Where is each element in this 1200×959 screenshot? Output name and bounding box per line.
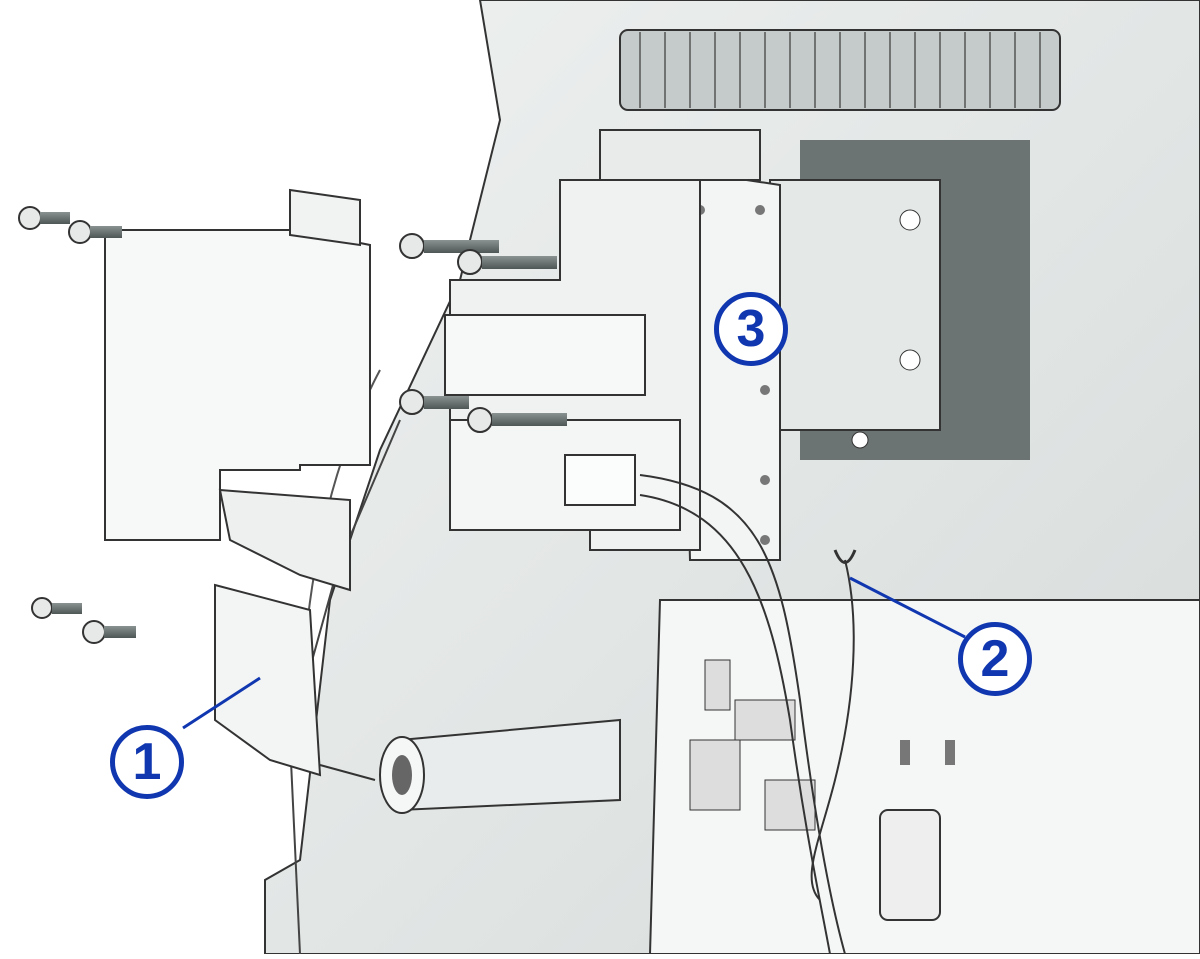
motor-block bbox=[769, 179, 941, 449]
screws bbox=[18, 206, 567, 644]
screw bbox=[82, 620, 136, 644]
screw bbox=[467, 407, 567, 433]
callout-3: 3 bbox=[714, 292, 788, 366]
screw bbox=[399, 233, 499, 259]
leader-line-1 bbox=[182, 676, 261, 730]
screw bbox=[68, 220, 122, 244]
lower-box bbox=[648, 599, 1200, 955]
screw bbox=[457, 249, 557, 275]
tube bbox=[379, 718, 621, 814]
wires bbox=[639, 474, 857, 955]
leader-lines bbox=[182, 576, 966, 730]
bracket-cover-plate bbox=[214, 583, 376, 781]
gear bbox=[619, 29, 1061, 111]
leader-line-2 bbox=[849, 576, 966, 639]
callout-2: 2 bbox=[958, 622, 1032, 696]
callout-1: 1 bbox=[110, 725, 184, 799]
screw bbox=[399, 389, 469, 415]
screw bbox=[18, 206, 70, 230]
screw bbox=[31, 597, 82, 619]
bracket-cover bbox=[104, 188, 371, 592]
